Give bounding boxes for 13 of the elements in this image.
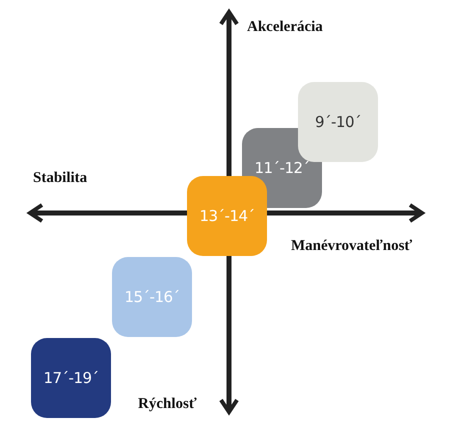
rounded-square (187, 176, 267, 256)
axis-label: Rýchlosť (138, 396, 197, 413)
size-label: 11´-12´ (254, 159, 310, 177)
size-label: 15´-16´ (124, 288, 180, 306)
size-label: 13´-14´ (199, 207, 255, 225)
rounded-square (112, 257, 192, 337)
rounded-square (31, 338, 111, 418)
axis-label: Stabilita (33, 170, 88, 187)
axis-label: Akcelerácia (247, 19, 323, 36)
size-label: 17´-19´ (43, 369, 99, 387)
size-label: 9´-10´ (314, 113, 362, 131)
rounded-square (298, 82, 378, 162)
axis-label: Manévrovateľnosť (291, 238, 412, 255)
